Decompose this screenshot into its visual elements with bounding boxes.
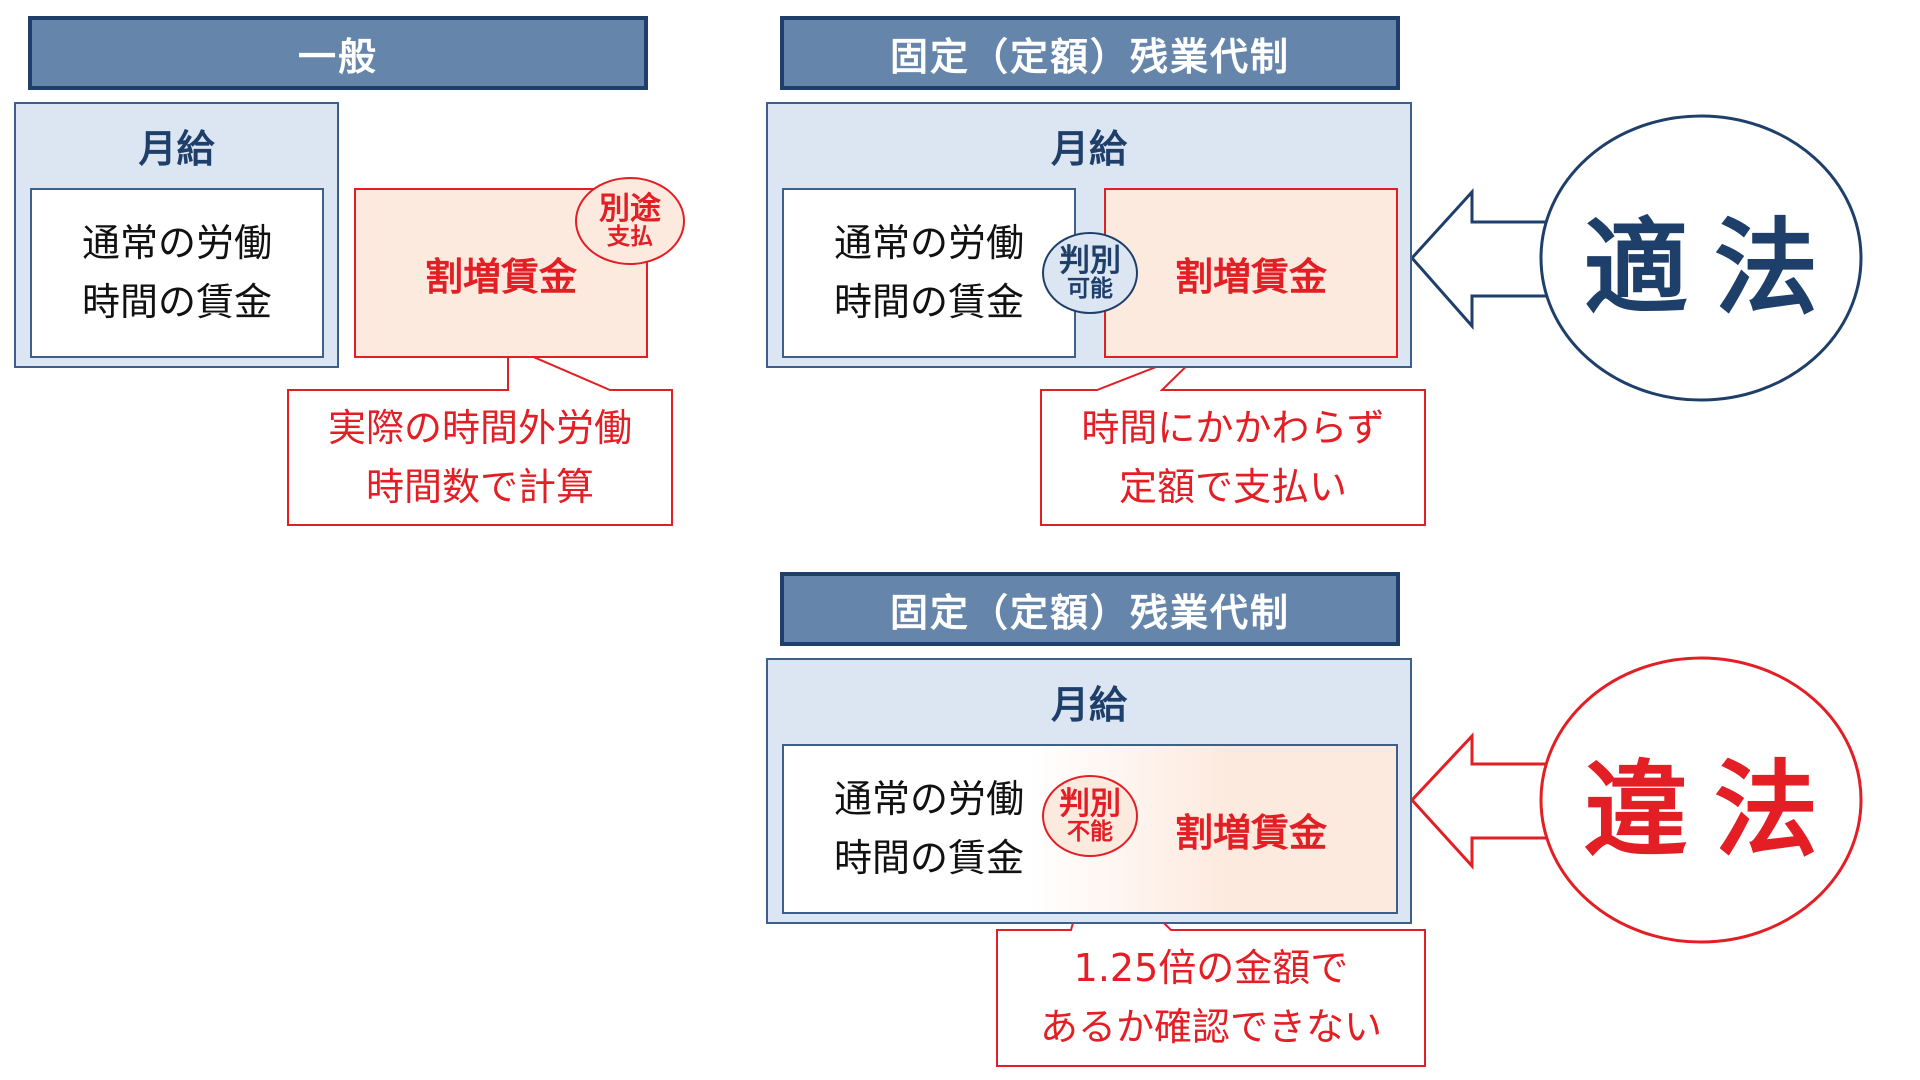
- fixed-legal-badge-line1: 判別: [1059, 242, 1121, 279]
- fixed-illegal-header-text: 固定（定額）残業代制: [889, 590, 1290, 635]
- fixed-legal-normal-wage-box: 通常の労働 時間の賃金: [782, 188, 1076, 358]
- fixed-legal-badge-line2: 可能: [1067, 276, 1113, 303]
- fixed-illegal-premium-label: 割増賃金: [1174, 810, 1327, 855]
- general-monthly-label: 月給: [138, 127, 215, 171]
- verdict-illegal-text: 違法: [1583, 748, 1844, 871]
- verdict-legal-circle: [1539, 114, 1863, 402]
- fixed-illegal-header: 固定（定額）残業代制: [780, 572, 1400, 646]
- fixed-legal-normal-wage-line2: 時間の賃金: [833, 280, 1024, 324]
- arrow-legal: [1409, 188, 1554, 330]
- verdict-illegal-circle: [1539, 656, 1863, 944]
- general-header: 一般: [28, 16, 648, 90]
- fixed-legal-monthly-label: 月給: [1050, 127, 1127, 171]
- general-callout: 実際の時間外労働 時間数で計算: [288, 390, 672, 525]
- general-badge-line2: 支払: [607, 224, 653, 251]
- fixed-illegal-monthly-label: 月給: [1050, 683, 1127, 727]
- fixed-illegal-normal-wage-text: 通常の労働 時間の賃金: [782, 744, 1076, 914]
- general-normal-wage-line1: 通常の労働: [81, 221, 272, 266]
- general-badge-line1: 別途: [599, 190, 661, 227]
- fixed-legal-normal-wage-line1: 通常の労働: [833, 221, 1024, 266]
- general-normal-wage-box: 通常の労働 時間の賃金: [30, 188, 324, 358]
- fixed-illegal-callout: 1.25倍の金額で あるか確認できない: [997, 930, 1425, 1066]
- fixed-legal-premium-box: 割増賃金: [1104, 188, 1398, 358]
- general-normal-wage-line2: 時間の賃金: [81, 280, 272, 324]
- fixed-illegal-normal-wage-line1: 通常の労働: [833, 777, 1024, 822]
- general-separate-payment-badge: 別途 支払: [575, 177, 685, 265]
- fixed-illegal-indistinguishable-badge: 判別 不能: [1042, 775, 1138, 857]
- fixed-legal-header-text: 固定（定額）残業代制: [889, 34, 1290, 79]
- fixed-illegal-callout-line2: あるか確認できない: [1039, 1005, 1382, 1049]
- verdict-illegal: 違法: [1541, 700, 1861, 900]
- fixed-illegal-normal-wage-line2: 時間の賃金: [833, 836, 1024, 880]
- general-premium-label: 割増賃金: [424, 254, 577, 299]
- verdict-legal-text: 適法: [1583, 206, 1844, 329]
- general-header-text: 一般: [297, 34, 378, 79]
- fixed-illegal-badge-line1: 判別: [1059, 785, 1121, 822]
- fixed-legal-callout: 時間にかかわらず 定額で支払い: [1041, 390, 1425, 525]
- fixed-illegal-badge-line2: 不能: [1067, 819, 1113, 846]
- fixed-legal-premium-label: 割増賃金: [1174, 254, 1327, 299]
- callout-legal-shape: [1040, 347, 1426, 526]
- general-callout-line1: 実際の時間外労働: [327, 405, 632, 450]
- fixed-legal-distinguishable-badge: 判別 可能: [1042, 232, 1138, 314]
- fixed-legal-callout-line1: 時間にかかわらず: [1081, 405, 1385, 450]
- callout-general-shape: [287, 344, 673, 526]
- verdict-legal: 適法: [1541, 158, 1861, 358]
- fixed-illegal-callout-line1: 1.25倍の金額で: [1073, 946, 1349, 991]
- fixed-legal-header: 固定（定額）残業代制: [780, 16, 1400, 90]
- fixed-illegal-premium-text: 割増賃金: [1104, 744, 1398, 914]
- general-callout-line2: 時間数で計算: [365, 464, 594, 509]
- fixed-legal-callout-line2: 定額で支払い: [1118, 464, 1347, 509]
- arrow-illegal: [1409, 732, 1554, 870]
